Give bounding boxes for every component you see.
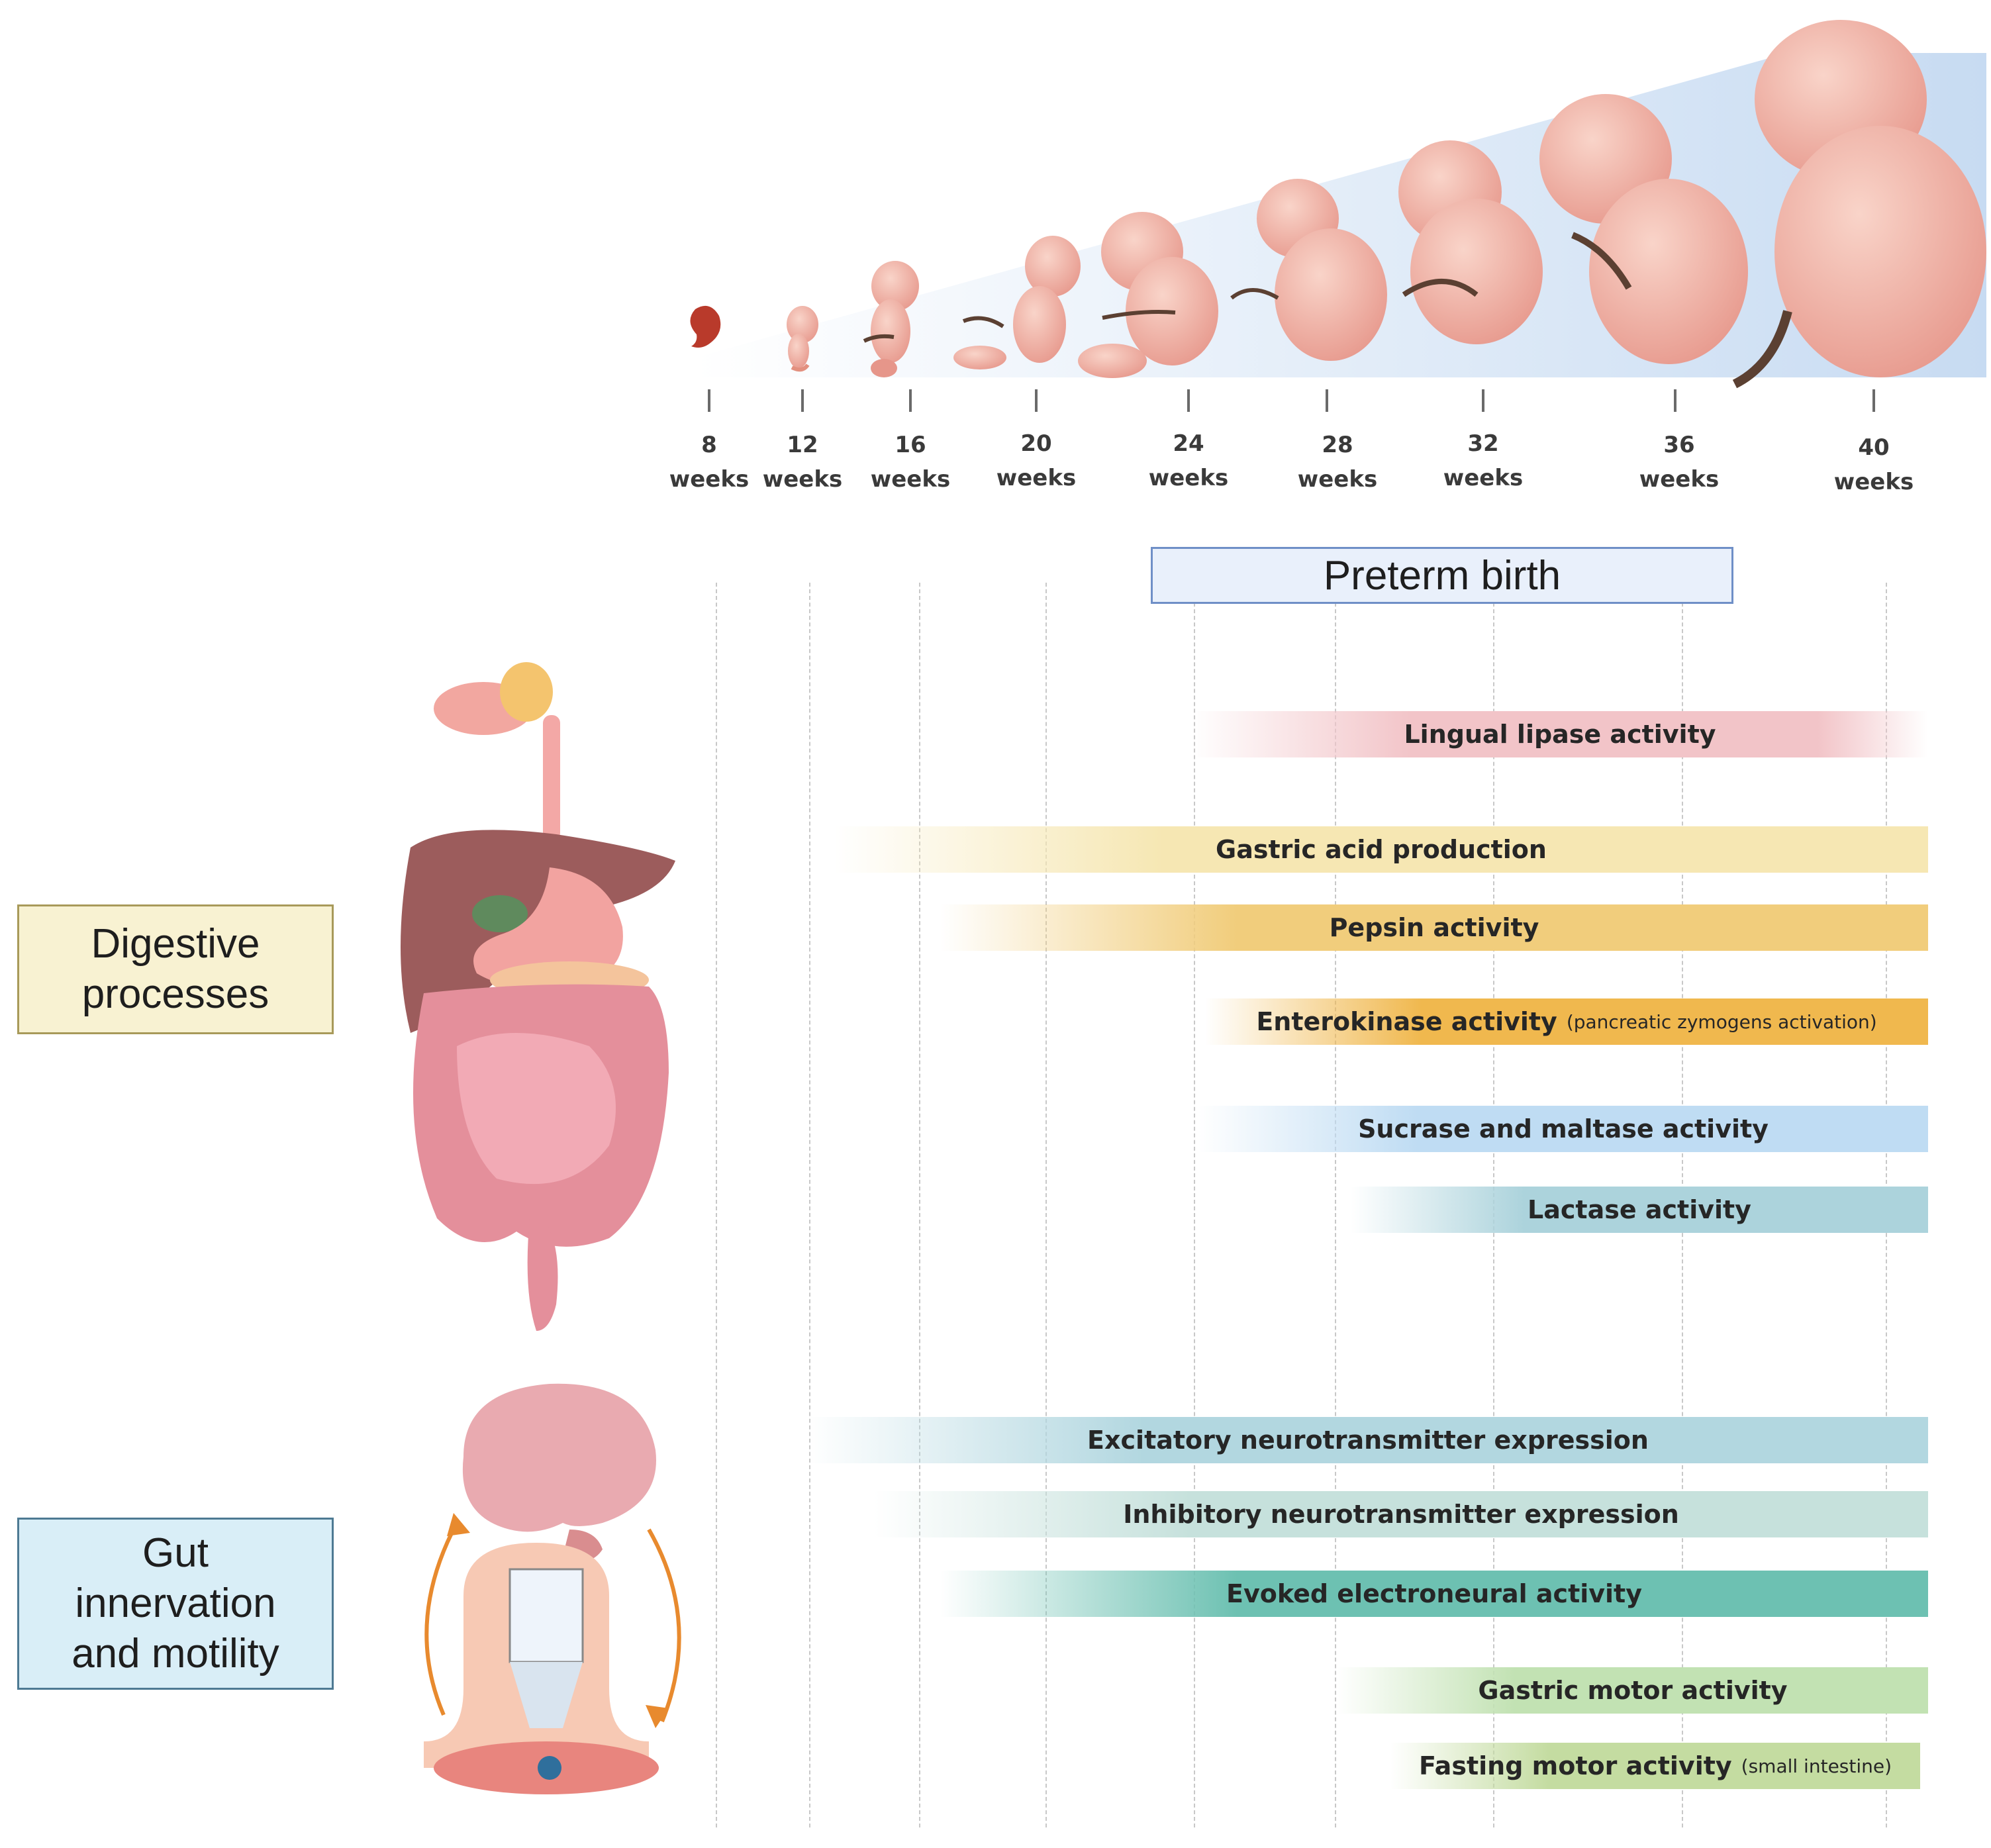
- week-label-36: 36 weeks: [1639, 428, 1719, 497]
- week-number: 20: [1020, 430, 1052, 457]
- villus-detail-box: [509, 1568, 584, 1663]
- week-label-12: 12 weeks: [763, 428, 842, 497]
- tick-8: [708, 389, 710, 412]
- week-label-20: 20 weeks: [996, 426, 1076, 495]
- preterm-birth-box: Preterm birth: [1151, 547, 1733, 604]
- tick-28: [1326, 389, 1328, 412]
- tick-36: [1674, 389, 1676, 412]
- bar-pepsin: Pepsin activity: [940, 904, 1928, 951]
- arrow-right-head: [646, 1705, 669, 1728]
- bar-label: Evoked electroneural activity: [1226, 1579, 1642, 1608]
- bar-label: Pepsin activity: [1329, 913, 1539, 942]
- week-number: 16: [895, 432, 926, 458]
- bar-label: Lactase activity: [1528, 1195, 1751, 1224]
- fetus-36-weeks: [1539, 94, 1748, 364]
- tick-12: [801, 389, 804, 412]
- digestive-system-illustration: [401, 662, 675, 1331]
- week-label-40: 40 weeks: [1834, 430, 1914, 499]
- week-guide-8: [716, 583, 717, 1827]
- tick-32: [1482, 389, 1484, 412]
- bar-label: Inhibitory neurotransmitter expression: [1123, 1500, 1679, 1529]
- week-unit: weeks: [996, 465, 1077, 491]
- week-unit: weeks: [1443, 465, 1524, 491]
- week-label-16: 16 weeks: [871, 428, 950, 497]
- week-number: 8: [701, 432, 717, 458]
- bar-sucrase-maltase: Sucrase and maltase activity: [1198, 1106, 1928, 1152]
- fetus-12-weeks: [787, 306, 818, 372]
- week-unit: weeks: [1297, 466, 1378, 493]
- tick-24: [1187, 389, 1190, 412]
- week-number: 36: [1663, 432, 1695, 458]
- tick-40: [1872, 389, 1875, 412]
- bar-evoked: Evoked electroneural activity: [940, 1571, 1928, 1617]
- bar-label: Enterokinase activity: [1256, 1007, 1557, 1036]
- gut-innervation-box: Gut innervation and motility: [17, 1518, 334, 1690]
- arrow-left: [424, 1522, 459, 1716]
- gallbladder: [472, 895, 528, 932]
- week-unit: weeks: [1833, 469, 1914, 495]
- bar-label: Lingual lipase activity: [1404, 720, 1716, 749]
- fetus-40-weeks: [1732, 20, 1986, 389]
- week-number: 12: [787, 432, 818, 458]
- week-label-32: 32 weeks: [1443, 426, 1523, 495]
- bar-label: Gastric motor activity: [1478, 1676, 1788, 1705]
- digestive-processes-box: Digestive processes: [17, 904, 334, 1034]
- fetus-28-weeks: [1230, 179, 1387, 361]
- rectum: [527, 1218, 558, 1331]
- esophagus: [543, 715, 560, 841]
- week-guide-20: [1045, 583, 1047, 1827]
- neuron-cell: [538, 1756, 561, 1780]
- arrow-left-head: [447, 1513, 470, 1536]
- bar-excitatory: Excitatory neurotransmitter expression: [808, 1417, 1928, 1463]
- bar-note: (small intestine): [1741, 1755, 1892, 1777]
- bar-label: Sucrase and maltase activity: [1358, 1114, 1769, 1143]
- week-unit: weeks: [1148, 465, 1229, 491]
- fetus-32-weeks: [1398, 140, 1543, 344]
- fetus-20-weeks: [953, 236, 1081, 369]
- week-unit: weeks: [669, 466, 750, 493]
- fetal-development-illustration: [690, 20, 1986, 389]
- fetus-16-weeks: [863, 261, 919, 377]
- bar-fasting-motor: Fasting motor activity (small intestine): [1390, 1743, 1920, 1789]
- bar-lactase: Lactase activity: [1351, 1187, 1928, 1233]
- week-label-28: 28 weeks: [1298, 428, 1377, 497]
- week-guide-16: [919, 583, 920, 1827]
- tick-16: [909, 389, 912, 412]
- week-number: 24: [1173, 430, 1204, 457]
- bar-gastric-motor: Gastric motor activity: [1337, 1667, 1928, 1714]
- bar-label: Gastric acid production: [1216, 835, 1547, 864]
- week-number: 28: [1322, 432, 1353, 458]
- week-unit: weeks: [1639, 466, 1720, 493]
- week-number: 32: [1467, 430, 1499, 457]
- zoom-funnel: [510, 1662, 583, 1728]
- bar-label: Excitatory neurotransmitter expression: [1087, 1426, 1649, 1455]
- stomach: [473, 867, 623, 989]
- week-guide-12: [809, 583, 810, 1827]
- brain: [462, 1383, 656, 1532]
- bar-enterokinase: Enterokinase activity (pancreatic zymoge…: [1205, 998, 1928, 1045]
- bar-lingual-lipase: Lingual lipase activity: [1192, 711, 1928, 757]
- week-label-24: 24 weeks: [1149, 426, 1228, 495]
- fetus-24-weeks: [1078, 212, 1218, 378]
- small-intestine: [457, 1033, 616, 1185]
- bar-gastric-acid: Gastric acid production: [834, 826, 1928, 873]
- week-unit: weeks: [870, 466, 951, 493]
- week-label-8: 8 weeks: [669, 428, 749, 497]
- week-unit: weeks: [762, 466, 843, 493]
- bar-label: Fasting motor activity: [1418, 1751, 1732, 1780]
- week-guide-28: [1335, 583, 1336, 1827]
- bar-note: (pancreatic zymogens activation): [1566, 1010, 1877, 1033]
- tick-20: [1035, 389, 1038, 412]
- bar-inhibitory: Inhibitory neurotransmitter expression: [874, 1491, 1928, 1537]
- embryo-8-weeks: [690, 305, 721, 348]
- arrow-right: [647, 1528, 681, 1723]
- week-number: 40: [1858, 434, 1890, 461]
- salivary-gland: [500, 662, 553, 722]
- gut-brain-illustration: [424, 1383, 681, 1794]
- week-guide-24: [1194, 583, 1195, 1827]
